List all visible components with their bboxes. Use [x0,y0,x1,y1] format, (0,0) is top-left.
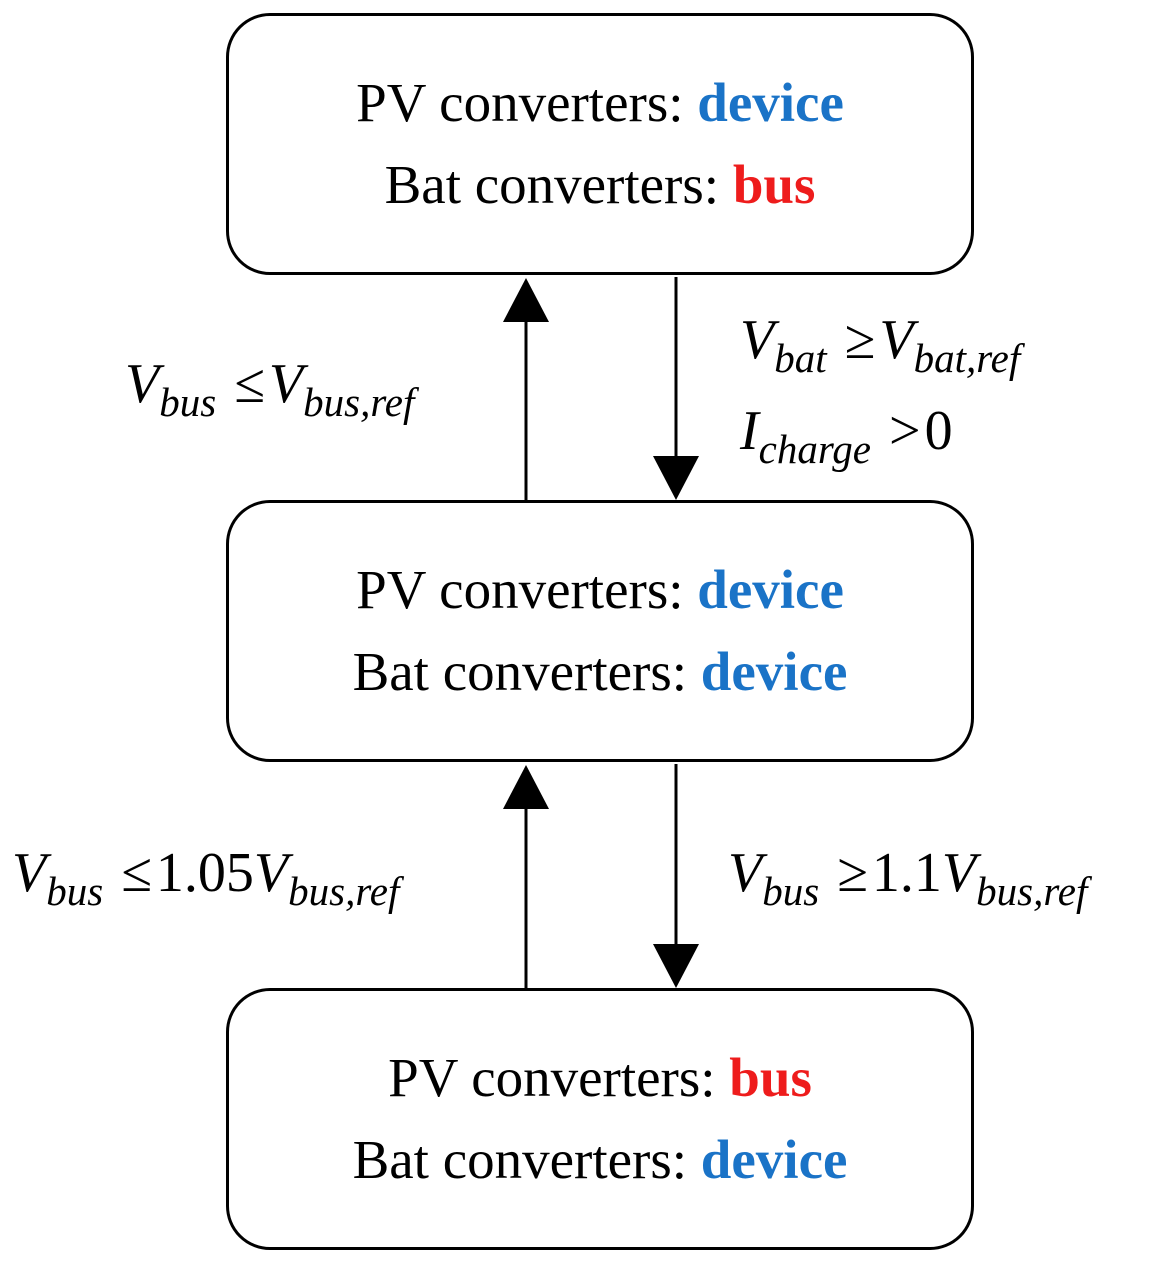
condition-operator: ≤ [234,353,265,415]
condition-operator: ≥ [837,842,868,904]
condition-ref-subscript: bat,ref [913,335,1021,381]
state-3-pv-line: PV converters: bus [388,1037,812,1119]
condition-variable: V [728,842,763,904]
condition-variable: V [740,309,775,371]
bat-mode: device [700,641,848,702]
condition-ref-subscript: bus,ref [303,379,415,425]
condition-subscript: bat [774,335,827,381]
condition-up-2: Vbus ≤1.05Vbus,ref [12,842,399,912]
pv-mode: device [697,559,844,620]
condition-value: 0 [924,400,953,462]
condition-variable: V [12,842,47,904]
condition-ref-variable: V [941,842,977,904]
condition-coefficient: 1.05 [155,842,254,904]
condition-subscript: charge [758,426,871,472]
condition-ref-variable: V [879,309,914,371]
bat-label: Bat converters: [352,1129,688,1190]
pv-label: PV converters: [356,72,684,133]
arrow-up-1 [503,278,549,500]
state-box-3: PV converters: bus Bat converters: devic… [226,988,974,1250]
bat-label: Bat converters: [352,641,688,702]
condition-subscript: bus [46,868,104,914]
condition-subscript: bus [762,868,820,914]
state-1-pv-line: PV converters: device [356,62,844,144]
state-box-1: PV converters: device Bat converters: bu… [226,13,974,275]
pv-mode: bus [729,1047,812,1108]
state-2-pv-line: PV converters: device [356,549,844,631]
condition-coefficient: 1.1 [871,842,942,904]
pv-label: PV converters: [356,559,684,620]
condition-ref-variable: V [268,353,304,415]
condition-operator: ≥ [844,309,876,371]
condition-operator: > [889,400,921,462]
arrow-down-1 [653,277,699,500]
bat-mode: device [700,1129,848,1190]
state-box-2: PV converters: device Bat converters: de… [226,500,974,762]
arrow-up-2 [503,765,549,988]
pv-label: PV converters: [388,1047,716,1108]
condition-variable: V [125,353,160,415]
condition-ref-variable: V [253,842,289,904]
arrow-down-2 [653,764,699,988]
condition-operator: ≤ [121,842,152,904]
condition-down-2: Vbus ≥1.1Vbus,ref [728,842,1087,912]
condition-up-1: Vbus ≤Vbus,ref [125,353,414,423]
condition-down-1b: Icharge >0 [740,400,953,470]
state-2-bat-line: Bat converters: device [353,631,848,713]
condition-ref-subscript: bus,ref [288,868,400,914]
condition-subscript: bus [159,379,217,425]
condition-ref-subscript: bus,ref [976,868,1088,914]
bat-label: Bat converters: [384,154,720,215]
pv-mode: device [697,72,844,133]
state-1-bat-line: Bat converters: bus [385,144,816,226]
condition-variable: I [740,400,759,462]
condition-down-1a: Vbat ≥Vbat,ref [740,309,1020,379]
state-3-bat-line: Bat converters: device [353,1119,848,1201]
bat-mode: bus [732,154,816,215]
